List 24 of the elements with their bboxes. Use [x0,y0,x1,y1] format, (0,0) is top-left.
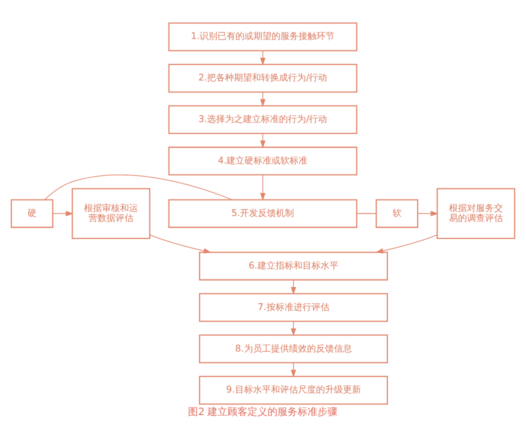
node-box: 5.开发反馈机制 [168,198,358,228]
arrow [260,174,266,200]
node-box: 2.把各种期望和转换成行为/行动 [168,63,358,92]
caption: 图2 建立顾客定义的服务标准步骤 [188,406,338,418]
connector [44,174,233,200]
arrow [290,279,296,294]
node-box: 6.建立指标和目标水平 [199,251,388,280]
node-box: 1.识别已有的或期望的服务接触环节 [168,22,358,51]
arrow [376,234,438,253]
node-box: 9.目标水平和评估尺度的升级更新 [199,375,388,404]
connector [356,212,376,214]
arrow [290,320,296,336]
arrow [52,210,74,216]
node-box: 硬 [10,198,54,228]
arrow [150,234,212,253]
node-box: 根据对服务交易的调查评估 [436,188,516,239]
node-box: 3.选择为之建立标准的行为/行动 [168,104,358,134]
node-box: 7.按标准进行评估 [199,292,388,322]
arrow [418,210,438,216]
node-box: 根据审核和运营数据评估 [72,188,150,239]
node-box: 软 [376,198,418,228]
arrow [290,362,296,377]
node-box: 8.为员工提供绩效的反馈信息 [199,334,388,363]
node-box: 4.建立硬标准或软标准 [168,146,358,175]
